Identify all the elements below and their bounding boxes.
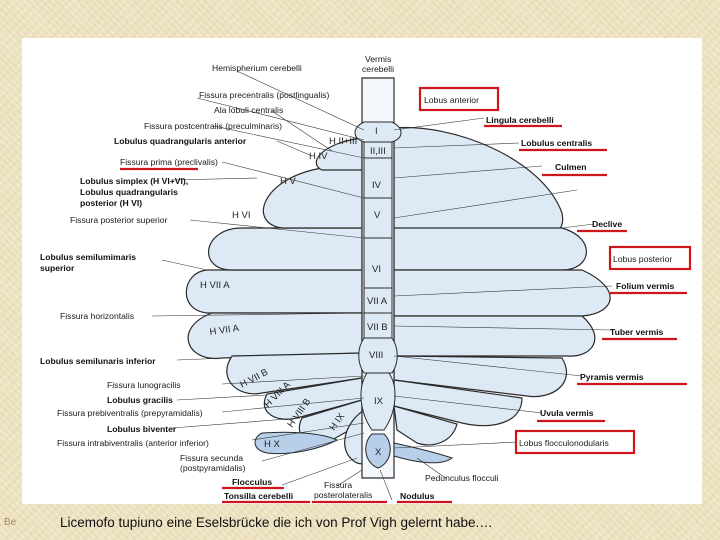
label-pyramis: Pyramis vermis (580, 372, 644, 382)
label-lobus-posterior: Lobus posterior (613, 254, 672, 264)
lobe-right-hvii-b (393, 315, 596, 357)
label-superior: superior (40, 263, 75, 273)
label-lobulus-semilunaris-inferior: Lobulus semilunaris inferior (40, 356, 156, 366)
region-v-viii: VIII (369, 350, 383, 361)
label-fissura-prebiventralis: Fissura prebiventralis (prepyramidalis) (57, 408, 203, 418)
label-lobus-anterior: Lobus anterior (424, 95, 479, 105)
label-folium: Folium vermis (616, 281, 674, 291)
cerebellum-svg: Hemispherium cerebelli Fissura precentra… (40, 54, 692, 504)
region-v-i: I (375, 126, 378, 137)
label-fissura-intrabiventralis: Fissura intrabiventralis (anterior infer… (57, 438, 209, 448)
left-labels: Hemispherium cerebelli Fissura precentra… (40, 63, 499, 501)
vermis-iv (363, 157, 393, 199)
lobe-hv (262, 167, 363, 229)
region-v-x: X (375, 447, 382, 458)
region-v-vi: VI (372, 264, 381, 275)
lobe-hvi (208, 227, 363, 271)
vermis-x (365, 433, 391, 469)
cerebellum-diagram: Hemispherium cerebelli Fissura precentra… (22, 38, 702, 504)
region-h-vii-a: H VII A (200, 280, 230, 291)
label-fissura-2: Fissura (324, 480, 352, 490)
region-h-vii-a-2: H VII A (209, 323, 240, 338)
label-fissura-postcentralis: Fissura postcentralis (preculminaris) (144, 121, 282, 131)
vermis-ix (360, 372, 396, 431)
region-v-ii-iii: II,III (370, 146, 386, 157)
label-fissura-prima: Fissura prima (preclivalis) (120, 157, 218, 167)
label-lobulus-semilumimaris: Lobulus semilumimaris (40, 252, 136, 262)
label-lobulus-gracilis: Lobulus gracilis (107, 395, 173, 405)
lobe-right-hvii-a (393, 269, 611, 317)
label-fissura-secunda: Fissura secunda (180, 453, 243, 463)
label-uvula: Uvula vermis (540, 408, 594, 418)
lobe-hvii-a-upper (185, 269, 363, 314)
label-lobulus-quadrangularis-anterior: Lobulus quadrangularis anterior (114, 136, 247, 146)
region-v-viib: VII B (367, 322, 388, 333)
region-h-x: H X (264, 439, 281, 450)
flocculus (254, 431, 339, 455)
region-h-iv: H IV (309, 151, 328, 162)
box-lobus-flocculonodularis (514, 429, 636, 455)
label-tuber: Tuber vermis (610, 327, 664, 337)
label-fissura-posterior-superior: Fissura posterior superior (70, 215, 168, 225)
right-labels: Lobus anterior Lingula cerebelli Lobulus… (424, 95, 674, 448)
box-lobus-anterior (418, 86, 500, 112)
label-lobus-flocculonodularis: Lobus flocculonodularis (519, 438, 609, 448)
label-ala-lobuli: Ala lobuli centralis (214, 105, 283, 115)
region-h-vi: H VI (232, 210, 250, 221)
pedunculus-flocculi (393, 442, 454, 464)
label-lobulus-simplex: Lobulus simplex (H VI+VI), (80, 176, 188, 186)
slide-corner-text: Be (4, 517, 17, 528)
vermis-vi (363, 237, 393, 289)
label-posterior-hvi: posterior (H VI) (80, 198, 142, 208)
label-posterolateralis: posterolateralis (314, 490, 372, 500)
lobe-right-biventer (393, 405, 458, 446)
lobe-right-hix (393, 379, 523, 427)
label-lobulus-quadrangularis: Lobulus quadrangularis (80, 187, 178, 197)
region-v-iv: IV (372, 180, 382, 191)
box-lobus-posterior (608, 245, 692, 271)
label-hemispherium: Hemispherium cerebelli (212, 63, 302, 73)
label-postpyramidalis: (postpyramidalis) (180, 463, 246, 473)
highlight-underlines (120, 124, 687, 504)
leader-lines (151, 70, 613, 501)
label-flocculus: Flocculus (232, 477, 272, 487)
label-fissura-horizontalis: Fissura horizontalis (60, 311, 134, 321)
label-declive: Declive (592, 219, 622, 229)
label-lingula: Lingula cerebelli (486, 115, 554, 125)
label-cerebelli: cerebelli (362, 64, 394, 74)
lobe-hiv (315, 137, 363, 171)
region-v-viia: VII A (367, 296, 388, 307)
label-nodulus: Nodulus (400, 491, 435, 501)
region-v-v: V (374, 210, 381, 221)
label-lobulus-centralis: Lobulus centralis (521, 138, 592, 148)
label-fissura-lunogracilis: Fissura lunogracilis (107, 380, 181, 390)
label-culmen: Culmen (555, 162, 587, 172)
lobe-right-hviii (393, 355, 568, 398)
vermis-viii (358, 337, 398, 374)
vermis-region-codes: I II,III IV V VI VII A VII B VIII IX X (367, 126, 388, 458)
label-fissura-precentralis: Fissura precentralis (postlingualis) (199, 90, 330, 100)
region-v-ix: IX (374, 396, 384, 407)
highlight-boxes (418, 86, 692, 455)
slide-caption: Licemofo tupiuno eine Eselsbrücke die ic… (60, 515, 493, 530)
region-h-ii-iii: H II+III (329, 136, 357, 147)
lobe-right-hvi (393, 227, 587, 271)
label-vermis: Vermis (365, 54, 391, 64)
label-tonsilla: Tonsilla cerebelli (224, 491, 293, 501)
label-lobulus-biventer: Lobulus biventer (107, 424, 177, 434)
label-pedunculus: Pedunculus flocculi (425, 473, 499, 483)
lobe-hviii (226, 352, 363, 395)
region-h-v: H V (280, 176, 297, 187)
vermis-i (354, 121, 402, 143)
